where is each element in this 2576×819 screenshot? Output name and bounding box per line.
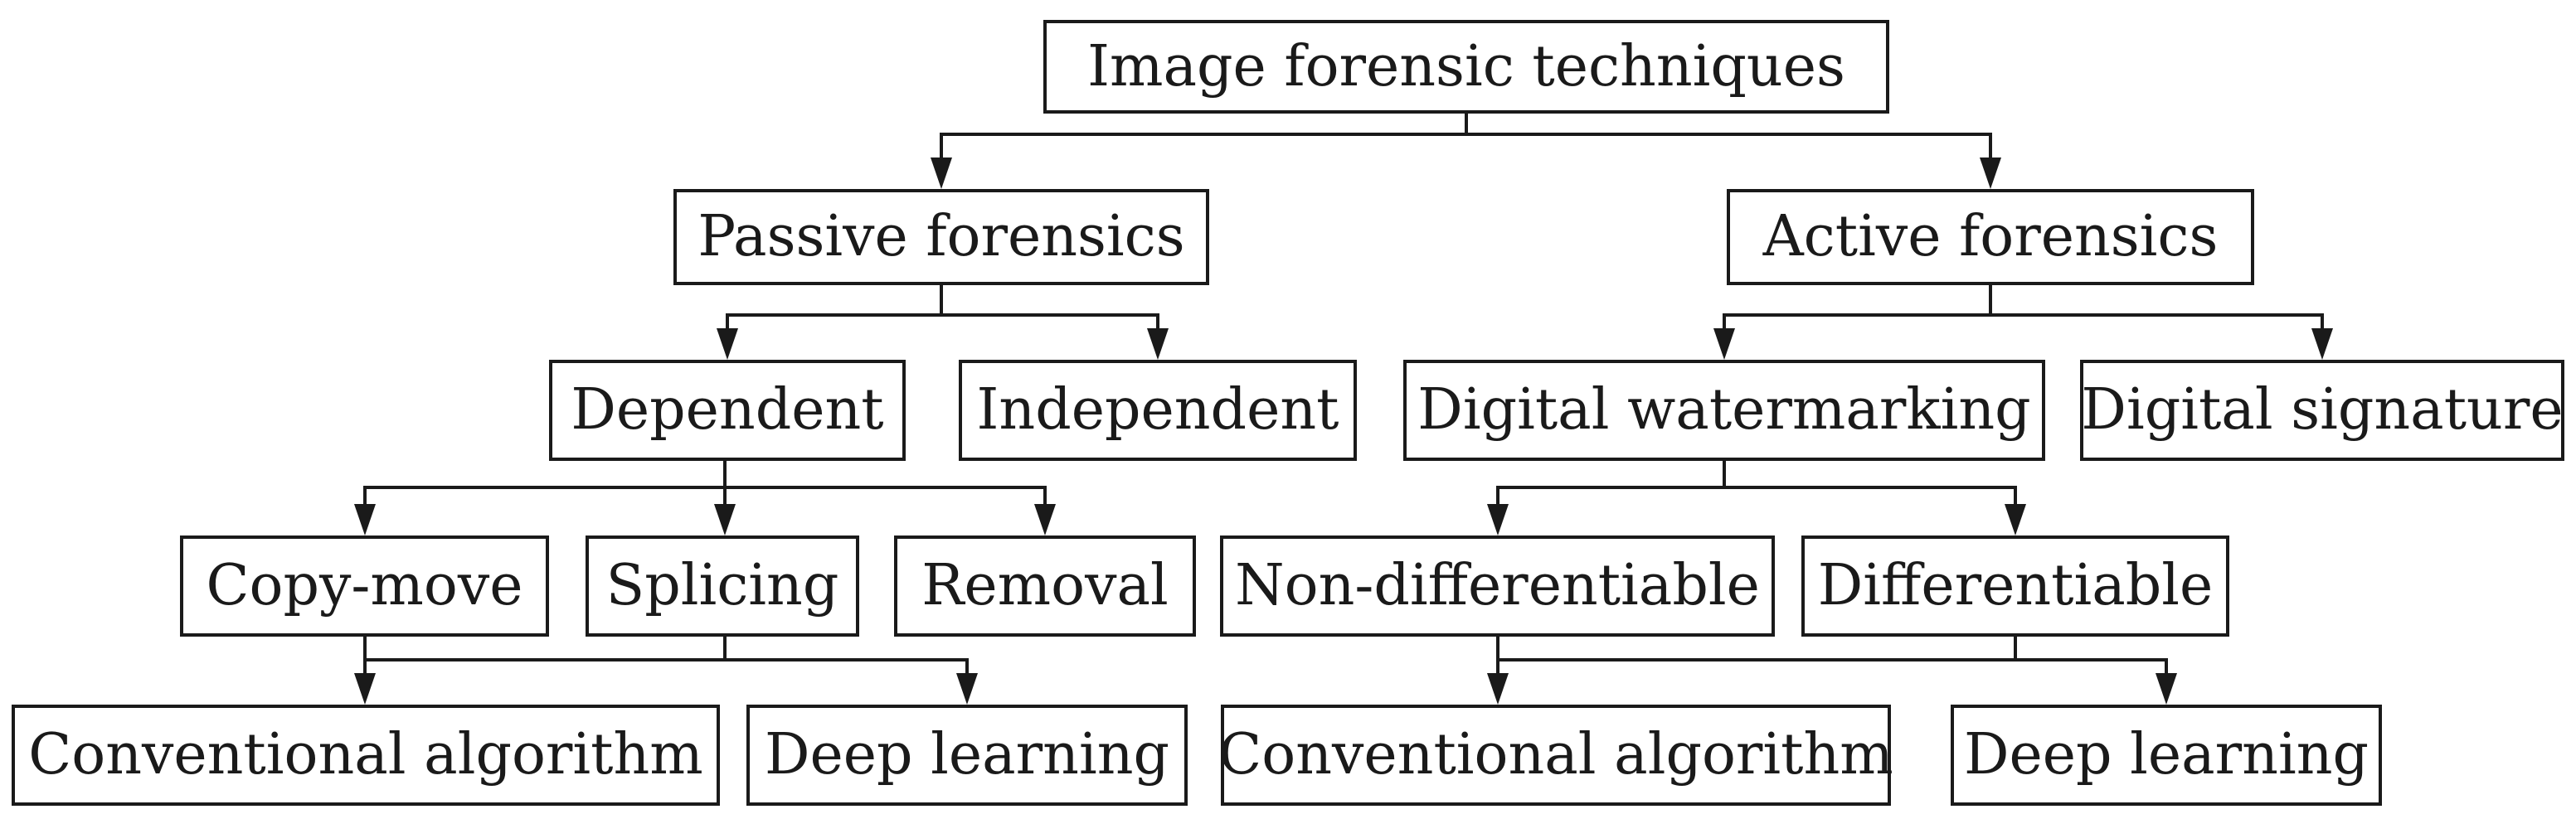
node-splicing: Splicing xyxy=(586,536,859,637)
node-conventional-algorithm-left: Conventional algorithm xyxy=(12,705,720,806)
node-deep-learning-right: Deep learning xyxy=(1951,705,2382,806)
arrowhead-icon xyxy=(1034,504,1056,536)
arrowhead-icon xyxy=(2311,328,2333,360)
node-image-forensic-techniques: Image forensic techniques xyxy=(1043,20,1889,114)
edge-right-methods-bus xyxy=(1487,637,2177,705)
edge-active-to-watermarking-signature xyxy=(1713,285,2333,360)
edge-dependent-to-tamper-types xyxy=(354,461,1056,536)
node-digital-signature: Digital signature xyxy=(2080,360,2564,461)
node-independent: Independent xyxy=(959,360,1357,461)
arrowhead-icon xyxy=(2005,504,2026,536)
node-conventional-algorithm-right: Conventional algorithm xyxy=(1218,705,1893,806)
arrowhead-icon xyxy=(1713,328,1735,360)
arrowhead-icon xyxy=(717,328,738,360)
node-deep-learning-left: Deep learning xyxy=(746,705,1188,806)
arrowhead-icon xyxy=(956,673,978,705)
arrowhead-icon xyxy=(354,504,376,536)
node-dependent: Dependent xyxy=(549,360,906,461)
node-removal: Removal xyxy=(894,536,1196,637)
edge-watermarking-to-differentiability xyxy=(1487,461,2026,536)
arrowhead-icon xyxy=(2156,673,2177,705)
arrowhead-icon xyxy=(931,158,952,189)
node-copy-move: Copy-move xyxy=(180,536,549,637)
edge-root-to-passive-active xyxy=(931,114,2001,189)
arrowhead-icon xyxy=(1487,504,1509,536)
arrowhead-icon xyxy=(1980,158,2001,189)
node-passive-forensics: Passive forensics xyxy=(673,189,1209,285)
arrowhead-icon xyxy=(1147,328,1169,360)
arrowhead-icon xyxy=(354,673,376,705)
arrowhead-icon xyxy=(1487,673,1509,705)
node-digital-watermarking: Digital watermarking xyxy=(1403,360,2045,461)
edge-left-methods-bus xyxy=(354,637,978,705)
edge-passive-to-dependent-independent xyxy=(717,285,1169,360)
node-active-forensics: Active forensics xyxy=(1727,189,2254,285)
arrowhead-icon xyxy=(714,504,736,536)
node-differentiable: Differentiable xyxy=(1801,536,2229,637)
node-non-differentiable: Non-differentiable xyxy=(1220,536,1775,637)
